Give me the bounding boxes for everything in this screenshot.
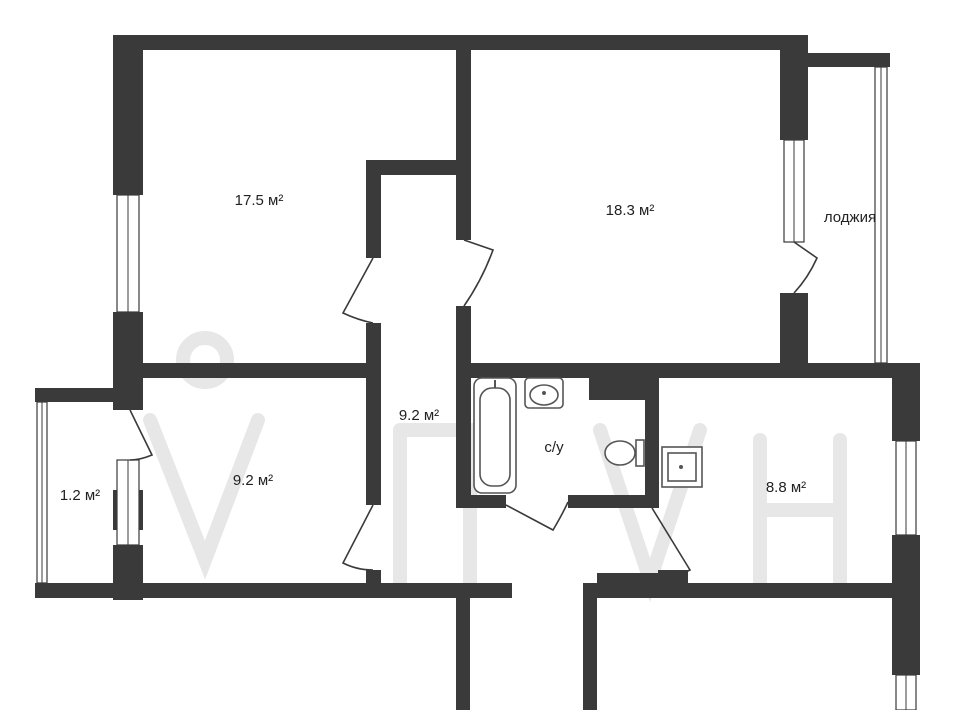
- room-top-center-area: 18.3 м²: [606, 202, 655, 219]
- window-balcony: [36, 401, 48, 584]
- window-top-center-room: [783, 139, 805, 243]
- window-lower-right: [895, 674, 917, 710]
- room-top-left-area: 17.5 м²: [235, 192, 284, 209]
- room-labels: 17.5 м² 18.3 м² лоджия 9.2 м² с/у 9.2 м²…: [60, 192, 876, 504]
- room-bottom-left-area: 9.2 м²: [233, 472, 273, 489]
- window-kitchen: [895, 440, 917, 536]
- corridor-area: 9.2 м²: [399, 407, 439, 424]
- door-bottom-left-room: [341, 504, 374, 571]
- window-loggia: [874, 66, 888, 364]
- door-kitchen: [651, 507, 692, 580]
- door-balcony: [129, 409, 154, 461]
- loggia-label: лоджия: [824, 209, 876, 226]
- windows: [36, 66, 917, 710]
- kitchen-sink-icon: [661, 446, 703, 488]
- kitchen-area: 8.8 м²: [766, 479, 806, 496]
- window-bottom-left-room: [116, 459, 140, 546]
- balcony-area: 1.2 м²: [60, 487, 100, 504]
- bathroom-label: с/у: [544, 439, 564, 456]
- window-top-left-room: [116, 194, 140, 313]
- door-bathroom: [505, 501, 569, 532]
- toilet-icon: [604, 439, 645, 467]
- sink-icon: [524, 377, 564, 409]
- door-top-left-room: [341, 257, 374, 324]
- door-top-center-room: [463, 239, 495, 307]
- bathtub-icon: [473, 377, 517, 494]
- walls: [35, 35, 920, 710]
- door-loggia: [793, 241, 819, 294]
- doors: [129, 239, 819, 580]
